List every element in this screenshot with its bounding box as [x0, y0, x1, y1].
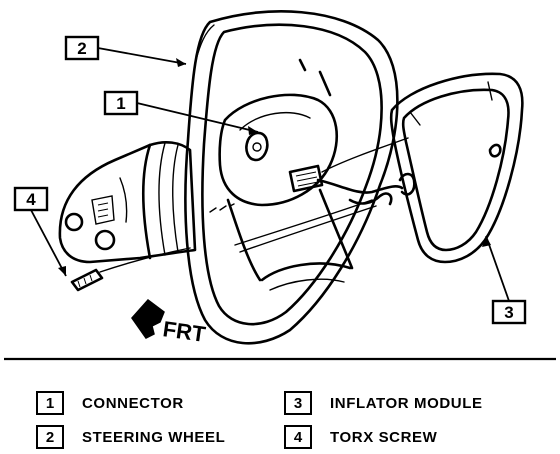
front-label: FRT	[161, 316, 207, 347]
callout-4-number: 4	[26, 190, 36, 209]
legend-item-torx-screw: 4 TORX SCREW	[284, 425, 437, 449]
legend-item-inflator-module: 3 INFLATOR MODULE	[284, 391, 483, 415]
legend-label: CONNECTOR	[82, 394, 184, 412]
callout-2: 2	[64, 35, 187, 67]
legend-label: STEERING WHEEL	[82, 428, 226, 446]
callout-2-number: 2	[77, 39, 86, 58]
legend-item-connector: 1 CONNECTOR	[36, 391, 184, 415]
callout-3: 3	[482, 235, 527, 325]
legend-label: INFLATOR MODULE	[330, 394, 483, 412]
legend-number: 2	[36, 425, 64, 449]
inflator-module-drawing	[389, 72, 524, 264]
steering-wheel-drawing	[184, 10, 399, 345]
legend-label: TORX SCREW	[330, 428, 438, 446]
torx-screw-drawing	[70, 247, 191, 292]
callout-1: 1	[103, 90, 259, 135]
callout-3-number: 3	[504, 303, 513, 322]
wire-harness	[234, 137, 409, 253]
legend-number: 3	[284, 391, 312, 415]
legend-item-steering-wheel: 2 STEERING WHEEL	[36, 425, 225, 449]
legend-number: 1	[36, 391, 64, 415]
steering-column	[58, 140, 197, 264]
callout-4: 4	[13, 186, 67, 277]
callout-1-number: 1	[116, 94, 125, 113]
legend-number: 4	[284, 425, 312, 449]
front-arrow-icon	[131, 298, 165, 339]
front-direction-indicator: FRT	[131, 298, 208, 347]
